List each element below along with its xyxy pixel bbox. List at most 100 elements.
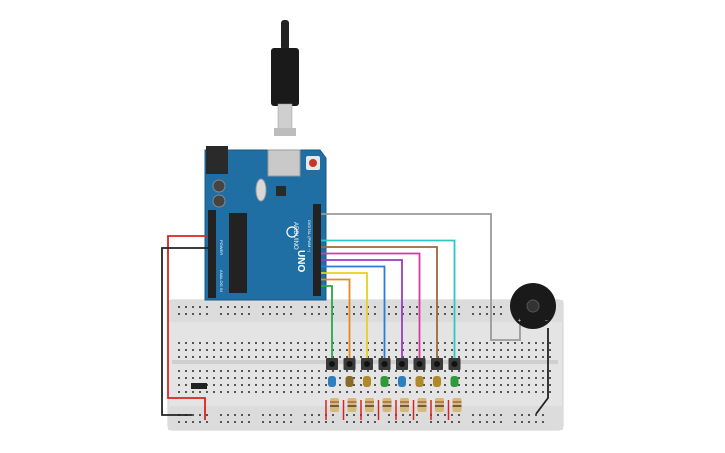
breadboard-hole xyxy=(486,313,488,315)
pushbutton-cap xyxy=(364,361,370,367)
breadboard-hole xyxy=(493,370,495,372)
breadboard-hole xyxy=(535,349,537,351)
breadboard-hole xyxy=(402,370,404,372)
signal-wire[interactable] xyxy=(321,285,333,358)
breadboard-hole xyxy=(234,414,236,416)
power-wire-red[interactable] xyxy=(167,235,208,420)
breadboard-hole xyxy=(514,349,516,351)
breadboard-hole xyxy=(360,384,362,386)
breadboard-hole xyxy=(381,391,383,393)
breadboard-hole xyxy=(535,356,537,358)
breadboard-hole xyxy=(290,349,292,351)
button-cap[interactable] xyxy=(398,376,406,387)
breadboard-hole xyxy=(479,370,481,372)
button-cap[interactable] xyxy=(363,376,371,387)
breadboard-hole xyxy=(493,391,495,393)
breadboard-hole xyxy=(192,421,194,423)
breadboard-hole xyxy=(178,421,180,423)
breadboard-hole xyxy=(507,356,509,358)
breadboard-hole xyxy=(276,414,278,416)
breadboard-hole xyxy=(437,342,439,344)
breadboard-hole xyxy=(360,356,362,358)
breadboard-hole xyxy=(416,313,418,315)
breadboard-hole xyxy=(283,377,285,379)
breadboard-hole xyxy=(206,377,208,379)
breadboard-hole xyxy=(353,370,355,372)
button-cap[interactable] xyxy=(450,376,459,387)
breadboard-hole xyxy=(262,356,264,358)
breadboard-hole xyxy=(395,384,397,386)
breadboard-hole xyxy=(185,391,187,393)
resistor[interactable] xyxy=(400,398,409,412)
button-cap[interactable] xyxy=(345,376,354,387)
breadboard-hole xyxy=(472,306,474,308)
breadboard-hole xyxy=(283,384,285,386)
breadboard-hole xyxy=(500,349,502,351)
breadboard-hole xyxy=(192,349,194,351)
signal-wire[interactable] xyxy=(321,239,456,359)
breadboard-hole xyxy=(500,356,502,358)
resistor[interactable] xyxy=(435,398,444,412)
button-cap[interactable] xyxy=(433,376,441,387)
breadboard-hole xyxy=(402,421,404,423)
breadboard-hole xyxy=(304,384,306,386)
breadboard-hole xyxy=(339,342,341,344)
breadboard-hole xyxy=(185,370,187,372)
breadboard-hole xyxy=(353,349,355,351)
breadboard-hole xyxy=(493,377,495,379)
resistor[interactable] xyxy=(452,398,462,412)
breadboard-hole xyxy=(514,377,516,379)
breadboard-hole xyxy=(374,349,376,351)
signal-wire[interactable] xyxy=(321,278,351,359)
signal-wire[interactable] xyxy=(321,246,438,358)
resistor[interactable] xyxy=(417,398,427,412)
breadboard-hole xyxy=(507,377,509,379)
breadboard-hole xyxy=(549,356,551,358)
resistor[interactable] xyxy=(382,398,392,412)
breadboard-hole xyxy=(325,356,327,358)
breadboard-hole xyxy=(213,342,215,344)
button-cap[interactable] xyxy=(415,376,424,387)
signal-wire[interactable] xyxy=(321,252,421,359)
slide-switch[interactable] xyxy=(191,383,207,389)
breadboard-hole xyxy=(248,306,250,308)
buzzer-signal-wire[interactable] xyxy=(321,213,521,341)
signal-wire[interactable] xyxy=(321,272,368,358)
breadboard-hole xyxy=(416,414,418,416)
breadboard-hole xyxy=(220,421,222,423)
breadboard-hole xyxy=(423,370,425,372)
buzzer-ground-wire[interactable] xyxy=(535,328,549,415)
breadboard-hole xyxy=(388,370,390,372)
breadboard-hole xyxy=(486,342,488,344)
breadboard-hole xyxy=(234,377,236,379)
breadboard-hole xyxy=(430,313,432,315)
breadboard-hole xyxy=(360,377,362,379)
piezo-buzzer[interactable]: + − xyxy=(510,283,556,329)
breadboard-hole xyxy=(430,342,432,344)
resistor[interactable] xyxy=(365,398,374,412)
breadboard-hole xyxy=(381,342,383,344)
breadboard-hole xyxy=(192,356,194,358)
breadboard-hole xyxy=(248,313,250,315)
digital-header xyxy=(313,204,321,296)
breadboard-hole xyxy=(493,306,495,308)
breadboard-hole xyxy=(402,313,404,315)
signal-wire[interactable] xyxy=(321,259,403,358)
resistor[interactable] xyxy=(347,398,357,412)
button-cap[interactable] xyxy=(328,376,336,387)
breadboard-hole xyxy=(220,342,222,344)
signal-wire[interactable] xyxy=(321,265,386,359)
ground-wire-black[interactable] xyxy=(161,247,208,416)
resistor[interactable] xyxy=(330,398,339,412)
breadboard-hole xyxy=(325,342,327,344)
breadboard-hole xyxy=(178,306,180,308)
breadboard-hole xyxy=(409,349,411,351)
pushbutton-cap xyxy=(381,361,388,367)
breadboard-hole xyxy=(297,356,299,358)
usb-cable[interactable] xyxy=(271,20,299,136)
button-cap[interactable] xyxy=(380,376,389,387)
breadboard-hole xyxy=(542,384,544,386)
arduino-uno-board[interactable]: ARDUINO UNO DIGITAL (PWM ~) POWER ANALOG… xyxy=(204,146,327,301)
breadboard-hole xyxy=(472,414,474,416)
